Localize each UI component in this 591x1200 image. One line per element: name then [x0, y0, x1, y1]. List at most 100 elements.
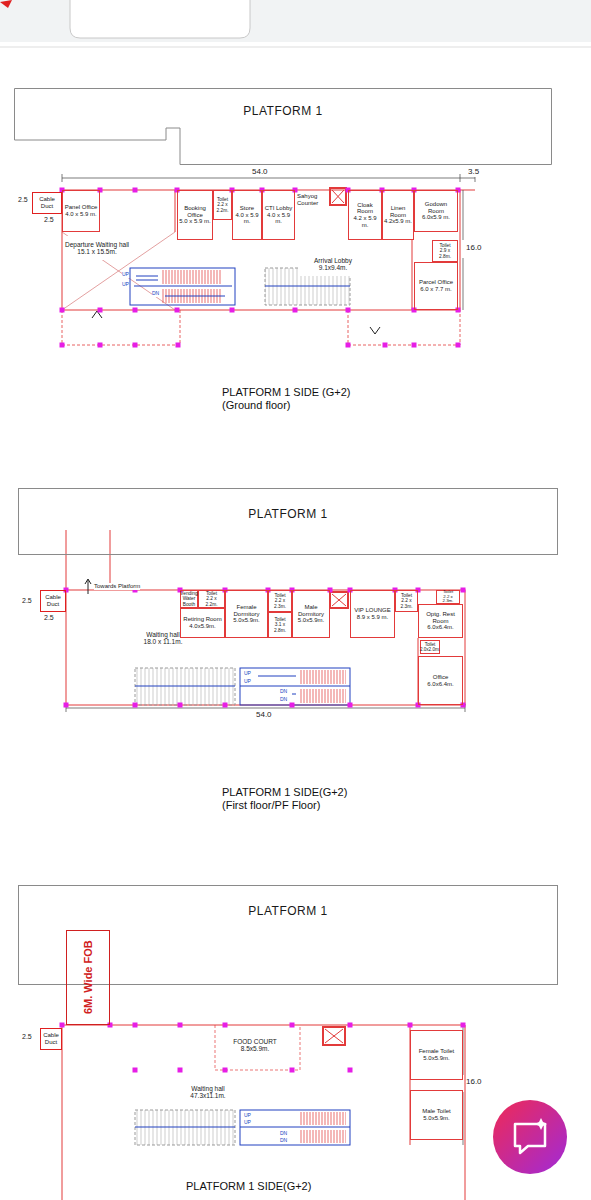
column: [456, 308, 461, 313]
room-size: 5.0x5.9m.: [423, 1115, 449, 1122]
stair-direction: UP: [122, 282, 129, 288]
dimension: 2.5: [44, 614, 54, 622]
platform-band: PLATFORM 1: [18, 885, 558, 985]
room-size: 18.0 x 11.1m.: [144, 638, 183, 645]
room-size: 15.1 x 15.5m.: [77, 248, 116, 255]
room: Female Toilet5.0x5.9m.: [410, 1030, 463, 1080]
column: [60, 343, 65, 348]
escalator-divider: [135, 1127, 235, 1128]
room-size: 2.9 x 2.8m.: [434, 248, 456, 259]
room: Toilet2.2 x 2.3m.: [436, 590, 460, 604]
stair-treads: [300, 1130, 346, 1143]
room-name: PLATFORM 1: [248, 508, 327, 521]
room: Godown Room6.0x5.9 m.: [414, 190, 458, 232]
room-name: Retiring Room: [183, 616, 221, 623]
room: Retiring Room4.0x5.9m.: [180, 608, 225, 638]
room: VIP LOUNGE8.9 x 5.9 m.: [350, 590, 395, 638]
room: Optg. Rest Room6.0x6.4m.: [418, 604, 463, 638]
room-name: Arrival Lobby: [314, 257, 352, 264]
sparkle-icon: [535, 1118, 547, 1130]
dimension: 16.0: [466, 244, 482, 253]
room-name: Male Dormitory: [294, 604, 328, 617]
column: [348, 1068, 353, 1073]
exit-arrow: [370, 327, 380, 334]
column: [133, 1068, 138, 1073]
stair-treads: [162, 270, 222, 284]
room-name: Optg. Rest Room: [420, 611, 461, 624]
column: [175, 308, 180, 313]
column: [108, 1023, 113, 1028]
stair-direction: UP: [122, 272, 129, 278]
room-size: 5.0 x 5.9 m.: [179, 218, 210, 225]
column: [98, 343, 103, 348]
stair-direction: UP: [244, 671, 251, 677]
stair-outline: [240, 1110, 350, 1145]
platform-band: PLATFORM 1: [14, 88, 552, 165]
lift-cross: [332, 594, 346, 606]
room-size: 4.0 x 5.9 m.: [264, 212, 293, 225]
dimension: 2.5: [22, 597, 32, 605]
stair-direction: DN: [280, 1131, 287, 1137]
room-size: 6.0 x 7.7 m.: [420, 286, 451, 293]
band-outline-shape: [15, 89, 552, 165]
room-size: 5.0x5.9m.: [298, 617, 324, 624]
column: [178, 703, 183, 708]
room: Toilet2.2 x 2.2m.: [213, 190, 232, 220]
room-name: Cable Duct: [42, 594, 64, 607]
room-name: Cable Duct: [42, 1032, 60, 1045]
wall: [175, 190, 176, 232]
column: [383, 343, 388, 348]
lift-shaft: [330, 188, 346, 205]
escalator-divider: [135, 686, 235, 687]
column: [223, 1068, 228, 1073]
room-name: PLATFORM 1: [248, 905, 327, 918]
browser-tab: [70, 0, 250, 38]
room: Toilet2.2 x 2.3m.: [395, 590, 418, 612]
room: FOOD COURT8.5x5.9m.: [222, 1032, 288, 1058]
stair-direction: DN: [152, 291, 159, 297]
room-name: VIP LOUNGE: [354, 607, 391, 614]
stair-direction: UP: [244, 1113, 251, 1119]
room: Waiting hall47.3x11.1m.: [168, 1080, 248, 1104]
room-name: Waiting hall: [191, 1085, 224, 1092]
column: [133, 343, 138, 348]
stair-divider: [240, 686, 350, 687]
lift-cross: [332, 190, 344, 203]
stair-arrow: [292, 694, 296, 695]
room: Booking Office5.0 x 5.9 m.: [177, 190, 213, 240]
column: [176, 343, 181, 348]
stair-outline: [130, 268, 235, 305]
room: Store4.0 x 5.9 m.: [232, 190, 262, 240]
stair-arrow: [165, 296, 225, 297]
room: Toilet2.0x2.0m.: [420, 640, 440, 654]
room: Vending Water Booth: [180, 590, 198, 608]
second-floor-stairs: [135, 1110, 350, 1145]
stair-direction: UP: [244, 679, 251, 685]
food-court-outline: [215, 1025, 300, 1070]
building-outline: [62, 190, 460, 310]
dimension: 54.0: [252, 168, 268, 177]
column: [230, 308, 235, 313]
column: [178, 1023, 183, 1028]
building-outline: [66, 590, 465, 705]
room-name: Toilet: [217, 197, 228, 202]
dimension-line: [62, 178, 460, 179]
stair-arrow: [136, 280, 158, 281]
dimension-tick: [62, 174, 63, 182]
stair-treads: [300, 689, 346, 703]
cable-duct: Cable Duct: [32, 192, 62, 214]
room-size: 2.0x2.0m.: [420, 647, 440, 652]
column: [456, 343, 461, 348]
stair-direction: UP: [244, 1120, 251, 1126]
foot-over-bridge: 6M. Wide FOB: [66, 930, 110, 1025]
ground-floor-dimensions: [62, 174, 475, 310]
room-name: Toilet: [401, 593, 412, 598]
direction-label: Towards Platform: [94, 583, 140, 590]
plan-caption: PLATFORM 1 SIDE (G+2): [222, 386, 350, 398]
column: [461, 1023, 466, 1028]
dimension: 3.5: [468, 168, 479, 177]
room-name: Toilet: [425, 642, 436, 647]
corridor-wall: [66, 530, 67, 590]
